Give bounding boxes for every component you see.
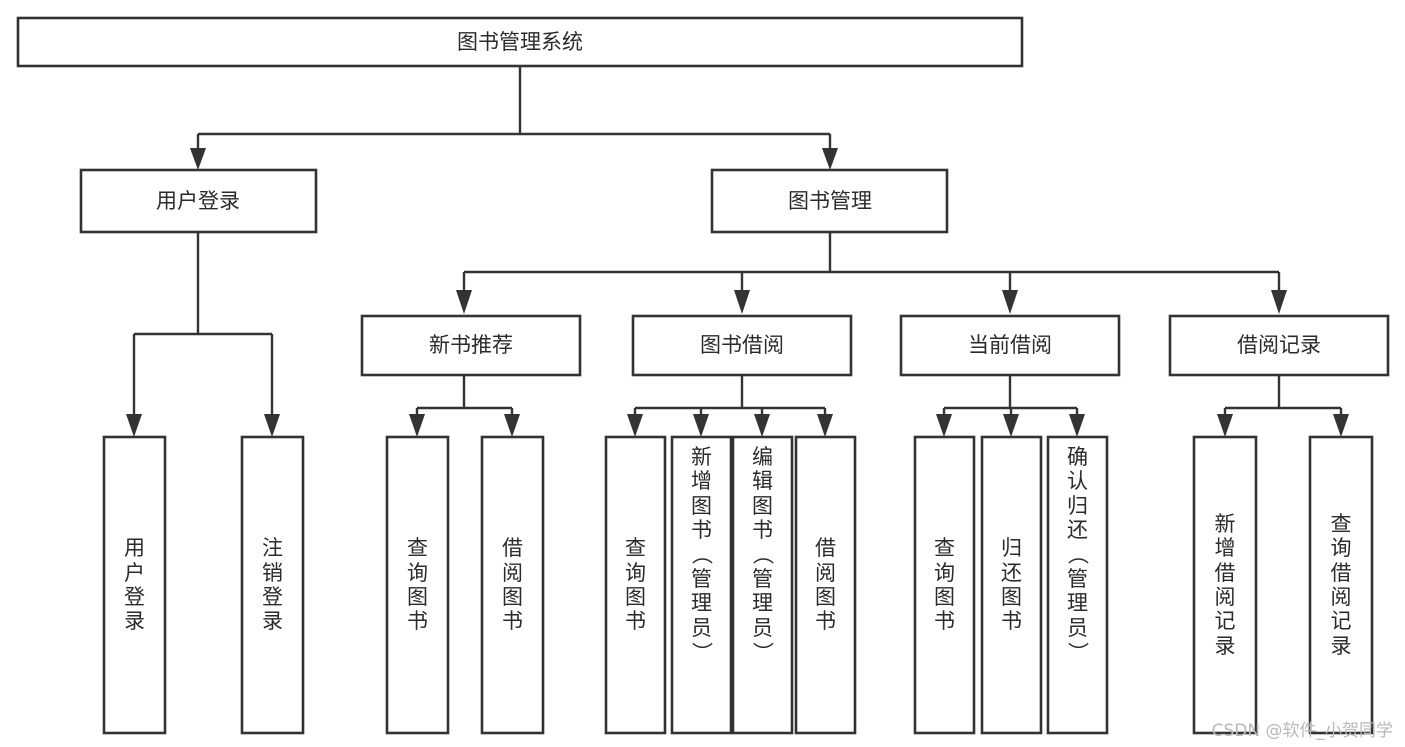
arrow-head-new-book	[456, 290, 472, 314]
book-borrow-box[interactable]	[631, 314, 853, 377]
user-login-box[interactable]	[79, 168, 318, 234]
arrow-head-leaf-user-login	[126, 414, 142, 437]
leaf-box-bb-query-book[interactable]	[604, 435, 667, 735]
node-borrow-record[interactable]: 借阅记录	[1168, 314, 1390, 377]
arrow-head-user-login	[190, 148, 206, 170]
new-book-recommend-label: 新书推荐	[429, 333, 513, 357]
leaf-box-br-add-record[interactable]	[1192, 435, 1258, 735]
node-root[interactable]: 图书管理系统	[16, 16, 1024, 68]
arrow-head-book-mgmt	[822, 148, 838, 170]
leaf-box-user-login[interactable]	[102, 435, 167, 735]
current-borrow-box[interactable]	[899, 314, 1121, 377]
connectors-new-book-to-leaves	[409, 375, 520, 437]
book-borrow-label: 图书借阅	[700, 333, 784, 357]
book-management-box[interactable]	[710, 168, 949, 234]
node-user-login[interactable]: 用户登录	[79, 168, 318, 234]
arrow-head-cb-leaf-1	[936, 414, 952, 437]
user-login-label: 用户登录	[156, 189, 240, 213]
root-box[interactable]	[16, 16, 1024, 68]
connectors-book-borrow-to-leaves	[627, 375, 833, 437]
leaf-box-nb-query-book[interactable]	[385, 435, 450, 735]
connectors-borrow-record-to-leaves	[1217, 375, 1349, 437]
arrow-head-borrow-record	[1271, 290, 1287, 314]
arrow-head-nb-leaf-1	[409, 414, 425, 437]
node-current-borrow[interactable]: 当前借阅	[899, 314, 1121, 377]
leaf-box-cb-confirm-return[interactable]	[1046, 435, 1109, 735]
current-borrow-label: 当前借阅	[968, 333, 1052, 357]
new-book-recommend-box[interactable]	[360, 314, 582, 377]
node-book-borrow[interactable]: 图书借阅	[631, 314, 853, 377]
connectors-book-mgmt-to-level3	[456, 232, 1287, 314]
root-label: 图书管理系统	[457, 30, 583, 54]
arrow-head-cb-leaf-2	[1003, 414, 1019, 437]
leaf-box-cb-return-book[interactable]	[980, 435, 1043, 735]
arrow-head-book-borrow	[734, 290, 750, 314]
node-book-management[interactable]: 图书管理	[710, 168, 949, 234]
node-new-book-recommend[interactable]: 新书推荐	[360, 314, 582, 377]
arrow-head-nb-leaf-2	[504, 414, 520, 437]
arrow-head-current-borrow	[1002, 290, 1018, 314]
borrow-record-label: 借阅记录	[1237, 333, 1321, 357]
leaf-box-nb-borrow-book[interactable]	[480, 435, 545, 735]
leaf-box-bb-add-book[interactable]	[670, 435, 733, 735]
arrow-head-bb-leaf-4	[817, 414, 833, 437]
book-management-label: 图书管理	[788, 189, 872, 213]
arrow-head-bb-leaf-3	[754, 414, 770, 437]
connectors-current-borrow-to-leaves	[936, 375, 1085, 437]
arrow-head-leaf-logout	[264, 414, 280, 437]
borrow-record-box[interactable]	[1168, 314, 1390, 377]
connectors-root-to-level2	[190, 66, 838, 170]
arrow-head-br-leaf-2	[1333, 414, 1349, 437]
leaf-box-bb-borrow-book[interactable]	[794, 435, 857, 735]
arrow-head-bb-leaf-2	[693, 414, 709, 437]
arrow-head-br-leaf-1	[1217, 414, 1233, 437]
leaf-box-br-query-record[interactable]	[1308, 435, 1374, 735]
arrow-head-cb-leaf-3	[1069, 414, 1085, 437]
connectors-user-login-to-leaves	[126, 232, 280, 437]
leaf-box-logout[interactable]	[240, 435, 305, 735]
leaf-box-bb-edit-book[interactable]	[731, 435, 794, 735]
leaf-box-cb-query-book[interactable]	[913, 435, 976, 735]
arrow-head-bb-leaf-1	[627, 414, 643, 437]
leaf-boxes	[102, 435, 1374, 735]
